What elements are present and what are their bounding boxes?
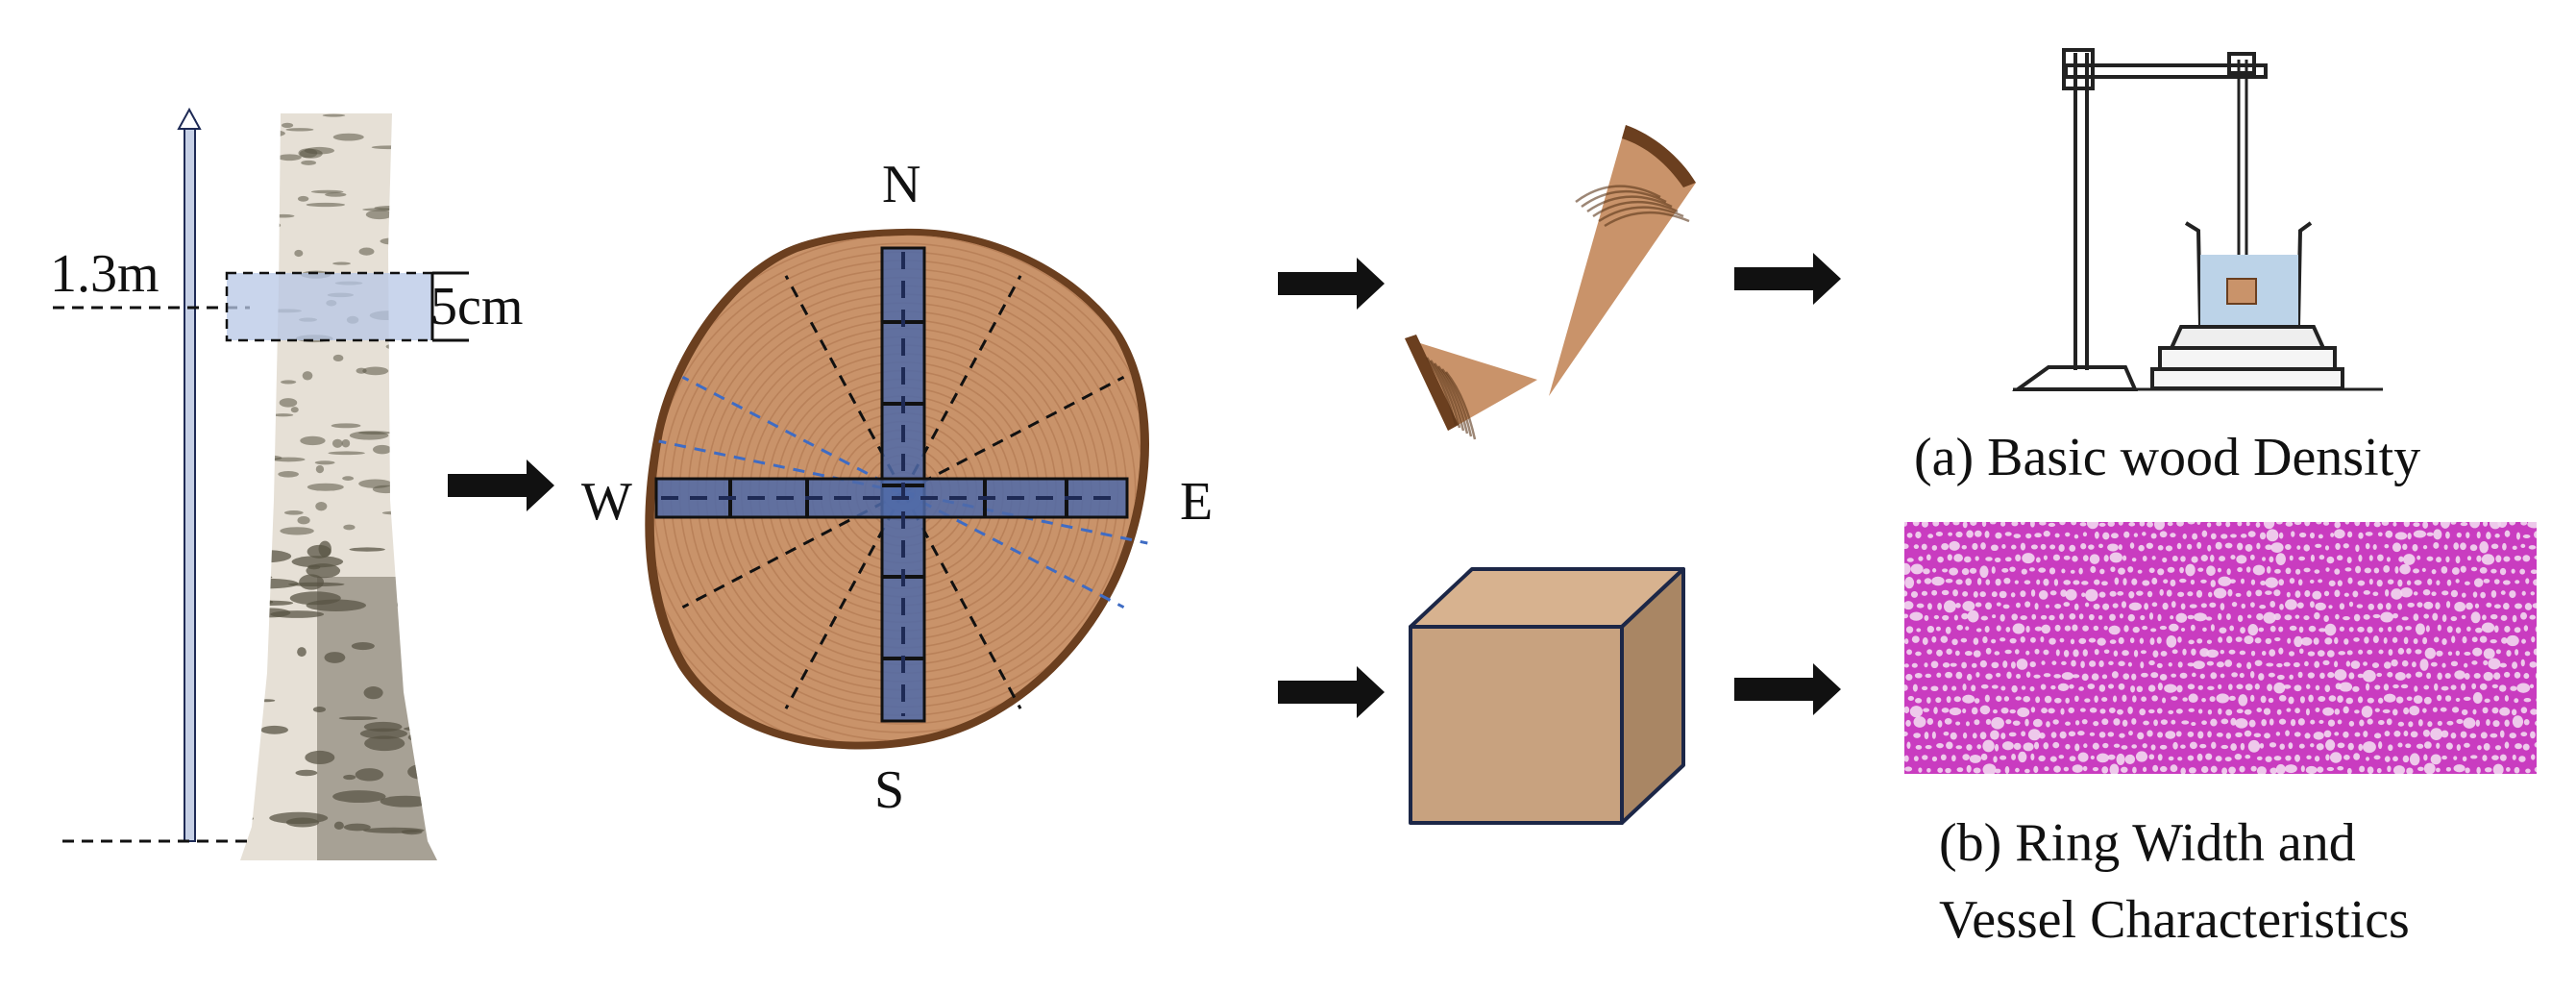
arrow-cube-to-micrograph <box>1734 663 1841 715</box>
disc-thickness-label: 5cm <box>430 277 523 336</box>
panel-a-caption: (a) Basic wood Density <box>1914 428 2420 487</box>
compass-south: S <box>874 760 904 820</box>
cross-strips <box>654 246 1129 723</box>
compass-north: N <box>882 155 920 214</box>
arrow-trunk-to-disc <box>448 460 554 511</box>
arrow-wedge-to-density <box>1734 253 1841 305</box>
arrow-disc-to-cube <box>1278 666 1385 718</box>
tree-trunk <box>240 113 437 860</box>
wood-cube <box>1409 567 1685 825</box>
density-apparatus <box>2011 48 2383 391</box>
height-mark-label: 1.3m <box>50 244 159 304</box>
compass-east: E <box>1180 472 1213 532</box>
stand-base <box>2011 365 2139 391</box>
wedge-lower <box>1405 338 1537 431</box>
sampling-band <box>225 271 434 342</box>
thickness-bracket <box>430 271 469 342</box>
cube-front-face <box>1409 625 1624 825</box>
height-arrow <box>177 107 202 842</box>
compass-west: W <box>581 472 632 532</box>
wood-block-sample <box>2226 278 2257 305</box>
arrow-disc-to-wedge <box>1278 258 1385 310</box>
panel-b-caption-line2: Vessel Characteristics <box>1939 890 2410 950</box>
micrograph-cells <box>1904 522 2537 774</box>
balance-scale <box>2168 325 2327 350</box>
panel-b-caption-line1: (b) Ring Width and <box>1939 813 2356 873</box>
wedge-sample <box>1405 125 1696 440</box>
vessel-micrograph <box>1904 522 2537 774</box>
wedge-ring-lines <box>1425 185 1690 440</box>
flow-arrows <box>448 253 1841 718</box>
wedge-upper <box>1549 125 1696 396</box>
